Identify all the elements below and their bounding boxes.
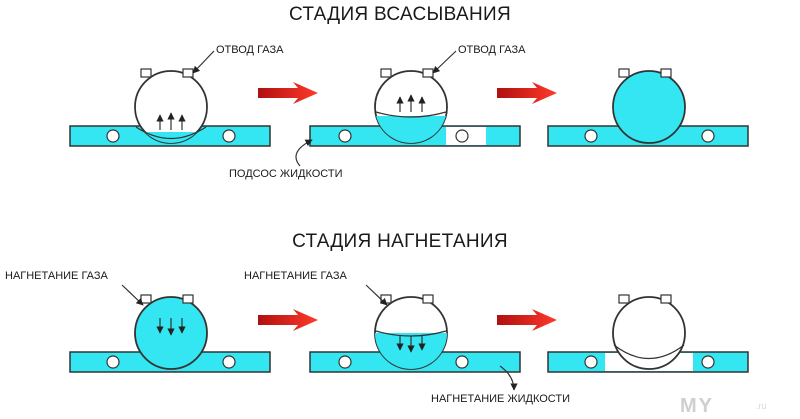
watermark-brand: MY bbox=[680, 395, 714, 417]
suction-stage-title: СТАДИЯ ВСАСЫВАНИЯ bbox=[289, 4, 511, 25]
transition-arrow-3 bbox=[258, 309, 318, 331]
transition-arrow-4 bbox=[497, 309, 557, 331]
pump-injection-1 bbox=[69, 284, 271, 373]
label-gas-out-1: ОТВОД ГАЗА bbox=[216, 44, 284, 56]
label-gas-inject-2: НАГНЕТАНИЕ ГАЗА bbox=[244, 270, 347, 282]
pump-suction-3 bbox=[547, 68, 749, 147]
pump-suction-1 bbox=[69, 50, 271, 147]
pump-injection-2 bbox=[309, 284, 521, 391]
label-liquid-inject: НАГНЕТАНИЕ ЖИДКОСТИ bbox=[431, 393, 571, 405]
watermark-domain: .ru bbox=[756, 401, 767, 411]
pump-injection-3 bbox=[547, 294, 749, 373]
label-gas-out-2: ОТВОД ГАЗА bbox=[458, 44, 526, 56]
transition-arrow-1 bbox=[258, 82, 318, 104]
pump-suction-2 bbox=[295, 50, 521, 167]
transition-arrow-2 bbox=[497, 82, 557, 104]
injection-stage-title: СТАДИЯ НАГНЕТАНИЯ bbox=[292, 231, 508, 252]
label-liquid-suction: ПОДСОС ЖИДКОСТИ bbox=[229, 168, 343, 180]
label-gas-inject-1: НАГНЕТАНИЕ ГАЗА bbox=[5, 270, 108, 282]
